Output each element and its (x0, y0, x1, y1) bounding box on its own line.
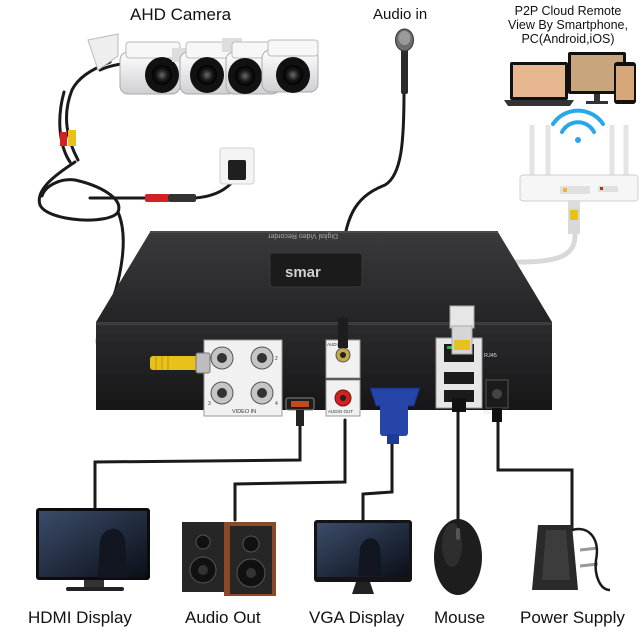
bnc-number: 4 (275, 401, 278, 407)
wifi-icon (551, 108, 605, 143)
dvr-front-title: Digital Video Recorder (267, 232, 338, 239)
laptop-icon (504, 62, 574, 106)
microphone-cable (340, 90, 406, 347)
video-in-label: VIDEO IN (232, 409, 256, 415)
ahd-cameras (87, 33, 319, 95)
power-adapter-icon (532, 525, 611, 592)
microphone-icon (395, 28, 414, 94)
hdmi-display-label: HDMI Display (28, 608, 132, 627)
camera-cable-tips (60, 130, 196, 202)
bnc-number: 3 (208, 401, 211, 407)
usb-plug (452, 398, 466, 412)
speaker-icon (224, 522, 276, 596)
vga-monitor-icon (314, 520, 412, 594)
router-icon (519, 125, 639, 234)
output-cables (93, 408, 574, 532)
rj45-label: RJ45 (484, 353, 497, 359)
mouse-icon (434, 519, 482, 595)
p2p-label-line3: PC(Android,iOS) (521, 32, 615, 46)
bnc-plug (150, 352, 211, 374)
ahd-camera-label: AHD Camera (130, 5, 232, 24)
bnc-port[interactable]: 3 (208, 381, 234, 407)
bnc-number: 2 (275, 356, 278, 362)
dvr-logo: smar (285, 264, 321, 281)
dvr-recorder: smar Digital Video Recorder 1 2 3 4 VIDE… (96, 231, 552, 444)
smartphone-icon (614, 62, 636, 104)
camera-icon (87, 33, 181, 95)
audio-out-port-label: AUDIO OUT (328, 409, 353, 414)
audio-in-label: Audio in (373, 6, 428, 23)
network-plug (449, 305, 475, 355)
power-supply-label: Power Supply (520, 608, 625, 627)
bnc-port[interactable]: 2 (250, 346, 278, 370)
power-outlet-icon (219, 147, 255, 185)
vga-display-label: VGA Display (309, 608, 405, 627)
p2p-devices (504, 52, 636, 106)
p2p-label-line1: P2P Cloud Remote (514, 4, 622, 18)
speaker-icon (182, 522, 224, 592)
bnc-port[interactable]: 4 (250, 381, 278, 407)
audio-out-label: Audio Out (185, 608, 261, 627)
mouse-label: Mouse (434, 608, 486, 627)
p2p-label: P2P Cloud Remote View By Smartphone, PC(… (498, 4, 638, 46)
audio-in-port-label: AUDIO IN (327, 342, 347, 347)
camera-icon (261, 39, 319, 93)
p2p-label-line2: View By Smartphone, (508, 18, 628, 32)
hdmi-monitor-icon (36, 508, 150, 591)
